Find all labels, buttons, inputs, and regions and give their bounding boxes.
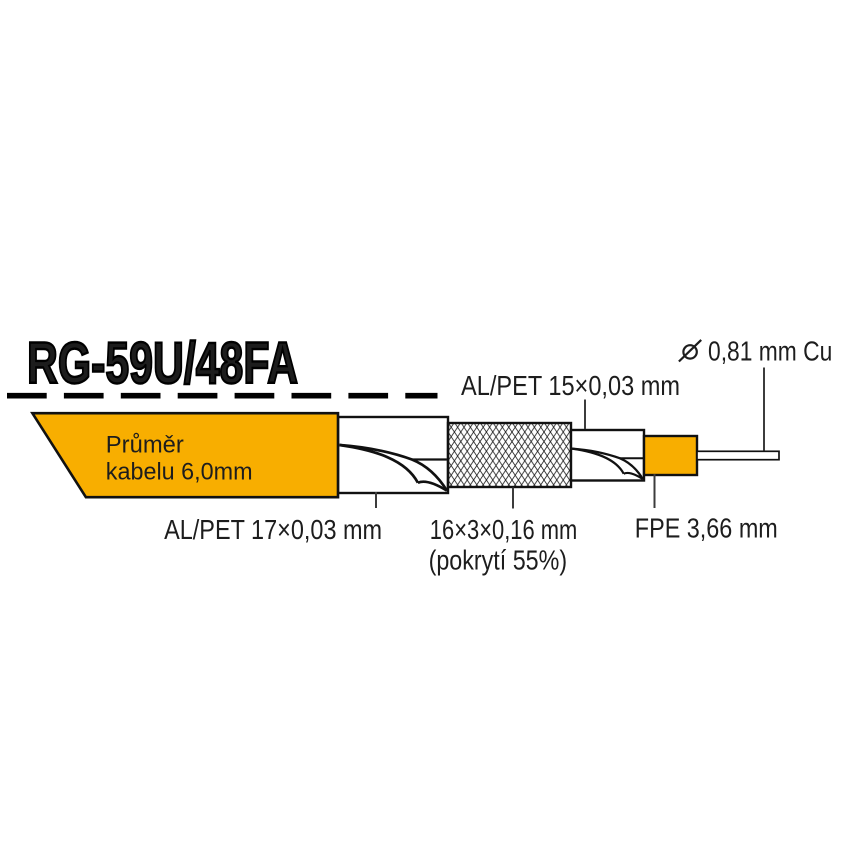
svg-text:AL/PET 17×0,03 mm: AL/PET 17×0,03 mm [164, 514, 382, 545]
svg-text:Průměr: Průměr [106, 432, 184, 459]
svg-text:kabelu 6,0mm: kabelu 6,0mm [106, 458, 253, 485]
svg-text:FPE 3,66 mm: FPE 3,66 mm [635, 512, 778, 543]
svg-text:RG-59U/48FA: RG-59U/48FA [27, 331, 298, 396]
svg-text:AL/PET 15×0,03 mm: AL/PET 15×0,03 mm [461, 370, 680, 401]
svg-text:(pokrytí 55%): (pokrytí 55%) [429, 545, 567, 576]
svg-text:0,81 mm Cu: 0,81 mm Cu [708, 335, 832, 366]
svg-text:16×3×0,16 mm: 16×3×0,16 mm [430, 514, 578, 545]
